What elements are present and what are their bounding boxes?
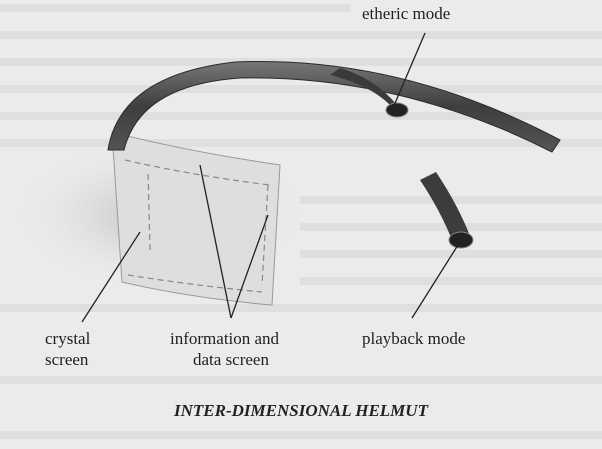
bleed-through-text [0, 4, 602, 439]
crystal-screen-panel [111, 131, 281, 306]
playback-tube-end [448, 231, 474, 249]
playback-arm [420, 172, 470, 240]
figure-caption: INTER-DIMENSIONAL HELMUT [174, 401, 428, 420]
helmet-band [107, 61, 561, 153]
etheric-arm [330, 68, 402, 112]
label-crystal-screen-line1: crystal [45, 329, 91, 348]
label-playback-mode: playback mode [362, 329, 466, 348]
label-info-screen-line2: data screen [193, 350, 269, 369]
leader-lines [81, 32, 459, 323]
label-etheric-mode: etheric mode [362, 4, 451, 23]
label-crystal-screen-line2: screen [45, 350, 89, 369]
screen-dash-lines [124, 159, 271, 293]
etheric-tube-end [385, 102, 409, 118]
label-info-screen-line1: information and [170, 329, 280, 348]
